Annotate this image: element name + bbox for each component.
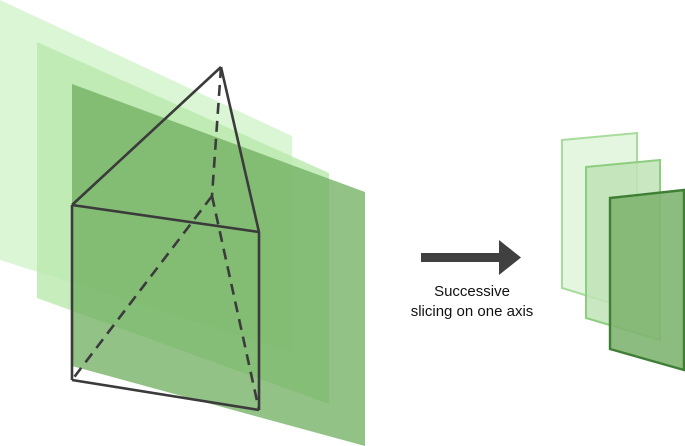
small-slice-front xyxy=(608,188,685,372)
prism-edge xyxy=(71,378,260,412)
prism-edge xyxy=(71,203,260,234)
slicing-caption: Successive slicing on one axis xyxy=(372,282,572,322)
prism-hidden-edge xyxy=(210,66,223,197)
slice-plane-front xyxy=(72,84,365,446)
prism-edge xyxy=(219,66,261,233)
caption-line-2: slicing on one axis xyxy=(410,303,534,320)
caption-line-1: Successive xyxy=(434,283,510,300)
prism-edge xyxy=(71,66,222,206)
prism-hidden-edge xyxy=(210,195,261,411)
prism-hidden-edge xyxy=(70,195,214,381)
triangular-prism xyxy=(70,66,261,412)
right-arrow-icon xyxy=(421,240,521,275)
